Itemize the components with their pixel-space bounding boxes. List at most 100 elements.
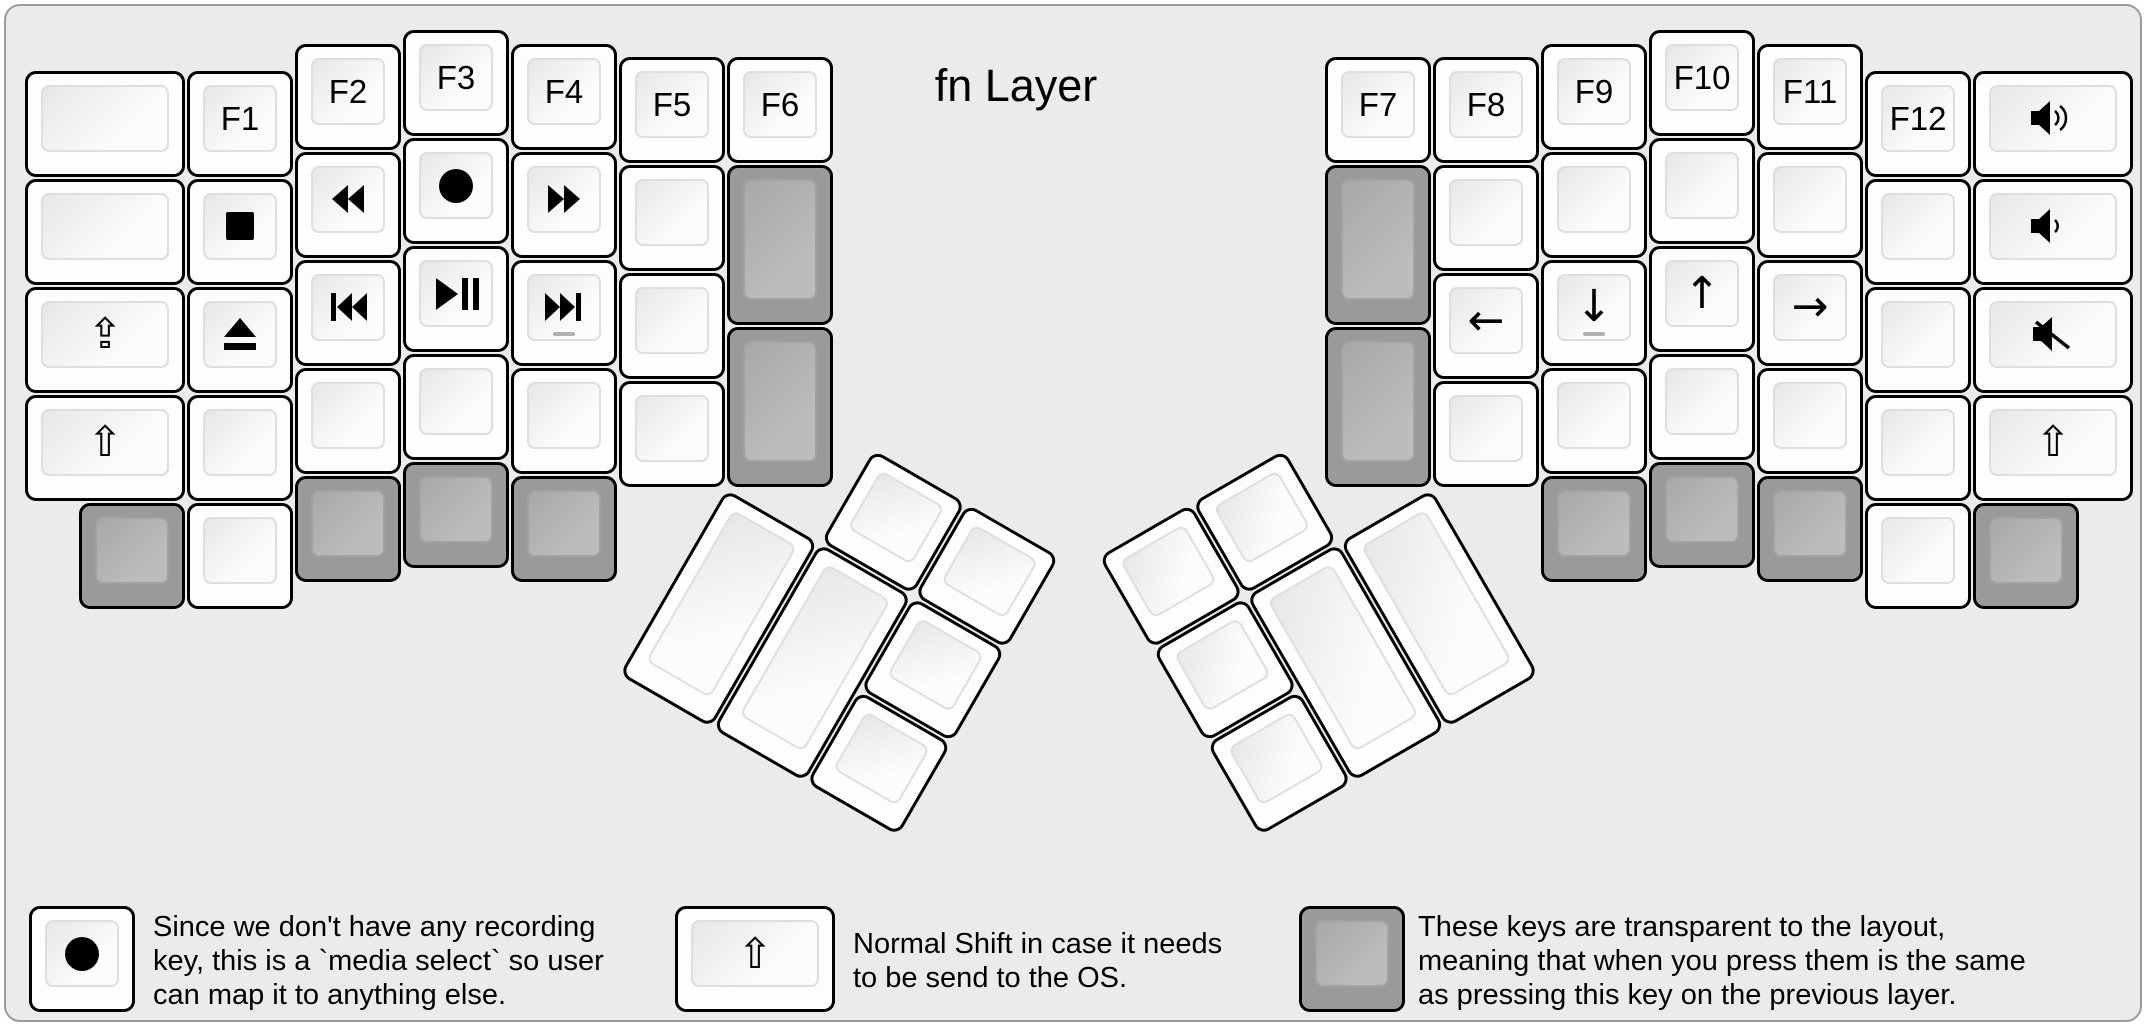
key-blank[interactable] bbox=[1864, 502, 1972, 610]
keycap-top bbox=[743, 341, 817, 462]
key-blank[interactable] bbox=[618, 380, 726, 488]
key-blank[interactable] bbox=[618, 164, 726, 272]
key-transparent[interactable] bbox=[1324, 326, 1432, 488]
keycap-top bbox=[311, 165, 385, 233]
key-blank[interactable] bbox=[402, 353, 510, 461]
keycap-base bbox=[619, 381, 725, 487]
keycap-top bbox=[1881, 192, 1955, 260]
key-F5[interactable]: F5 bbox=[618, 56, 726, 164]
key-fast-forward[interactable] bbox=[510, 151, 618, 259]
key-transparent[interactable] bbox=[78, 502, 186, 610]
key-rewind[interactable] bbox=[294, 151, 402, 259]
keycap-base bbox=[403, 354, 509, 460]
key-right[interactable]: → bbox=[1756, 259, 1864, 367]
key-transparent[interactable] bbox=[1756, 475, 1864, 583]
key-capslock[interactable]: ⇪ bbox=[24, 286, 186, 394]
keycap-base bbox=[727, 327, 833, 487]
key-blank[interactable] bbox=[1648, 137, 1756, 245]
key-eject[interactable] bbox=[186, 286, 294, 394]
keycap-base bbox=[1325, 165, 1431, 325]
key-F6[interactable]: F6 bbox=[726, 56, 834, 164]
keycap-base bbox=[187, 178, 293, 285]
keycap-base bbox=[403, 462, 509, 568]
key-blank[interactable] bbox=[1864, 394, 1972, 502]
key-blank[interactable] bbox=[1864, 178, 1972, 286]
key-F7[interactable]: F7 bbox=[1324, 56, 1432, 164]
key-mute[interactable] bbox=[1972, 286, 2134, 394]
key-transparent[interactable] bbox=[1540, 475, 1648, 583]
keycap-top bbox=[311, 489, 385, 557]
key-record[interactable] bbox=[402, 137, 510, 245]
key-play-pause[interactable] bbox=[402, 245, 510, 353]
key-blank[interactable] bbox=[618, 272, 726, 380]
keycap-base bbox=[25, 178, 185, 285]
key-F3[interactable]: F3 bbox=[402, 29, 510, 137]
key-left[interactable]: ← bbox=[1432, 272, 1540, 380]
keycap-top bbox=[1449, 395, 1523, 462]
key-shift[interactable]: ⇧ bbox=[1972, 394, 2134, 502]
key-label: F9 bbox=[1574, 72, 1614, 110]
keycap-base bbox=[1973, 70, 2133, 177]
key-volume-up[interactable] bbox=[1972, 70, 2134, 178]
key-shift[interactable]: ⇧ bbox=[24, 394, 186, 502]
key-stop[interactable] bbox=[186, 178, 294, 286]
keycap-base bbox=[295, 367, 401, 474]
key-blank[interactable] bbox=[1432, 380, 1540, 488]
key-next-track[interactable] bbox=[510, 259, 618, 367]
key-F10[interactable]: F10 bbox=[1648, 29, 1756, 137]
key-blank[interactable] bbox=[294, 367, 402, 475]
key-transparent[interactable] bbox=[402, 461, 510, 569]
key-up[interactable]: ↑ bbox=[1648, 245, 1756, 353]
key-down[interactable]: ↓ bbox=[1540, 259, 1648, 367]
key-transparent bbox=[1298, 905, 1406, 1013]
keycap-base: ⇪ bbox=[25, 286, 185, 393]
key-blank[interactable] bbox=[1756, 367, 1864, 475]
key-blank[interactable] bbox=[186, 502, 294, 610]
key-blank[interactable] bbox=[1540, 151, 1648, 259]
key-F2[interactable]: F2 bbox=[294, 43, 402, 151]
key-blank[interactable] bbox=[510, 367, 618, 475]
key-F1[interactable]: F1 bbox=[186, 70, 294, 178]
keycap-top bbox=[527, 165, 601, 233]
key-blank[interactable] bbox=[1648, 353, 1756, 461]
keycap-top: F1 bbox=[203, 84, 277, 152]
key-blank[interactable] bbox=[186, 394, 294, 502]
keycap-base bbox=[1541, 475, 1647, 582]
keycap-top bbox=[311, 381, 385, 449]
key-F4[interactable]: F4 bbox=[510, 43, 618, 151]
keycap-base bbox=[727, 165, 833, 325]
key-transparent[interactable] bbox=[726, 326, 834, 488]
key-F12[interactable]: F12 bbox=[1864, 70, 1972, 178]
keycap-base: → bbox=[1757, 259, 1863, 366]
key-label: F7 bbox=[1358, 86, 1398, 123]
keycap-top bbox=[1665, 368, 1739, 435]
key-transparent[interactable] bbox=[726, 164, 834, 326]
keycap-top bbox=[419, 368, 493, 435]
keycap-base bbox=[1973, 502, 2079, 609]
keycap-base bbox=[295, 151, 401, 258]
key-F11[interactable]: F11 bbox=[1756, 43, 1864, 151]
key-transparent[interactable] bbox=[294, 475, 402, 583]
key-F8[interactable]: F8 bbox=[1432, 56, 1540, 164]
keycap-base: ← bbox=[1433, 273, 1539, 379]
key-blank[interactable] bbox=[1432, 164, 1540, 272]
keycap-top bbox=[1989, 192, 2117, 260]
key-prev-track[interactable] bbox=[294, 259, 402, 367]
key-transparent[interactable] bbox=[510, 475, 618, 583]
key-volume-down[interactable] bbox=[1972, 178, 2134, 286]
key-transparent[interactable] bbox=[1972, 502, 2080, 610]
key-blank[interactable] bbox=[1540, 367, 1648, 475]
key-blank[interactable] bbox=[24, 178, 186, 286]
key-blank[interactable] bbox=[1864, 286, 1972, 394]
key-blank[interactable] bbox=[24, 70, 186, 178]
keycap-top bbox=[1773, 489, 1847, 557]
keycap-base: F3 bbox=[403, 30, 509, 136]
key-blank[interactable] bbox=[1756, 151, 1864, 259]
keycap-top bbox=[1881, 300, 1955, 368]
keycap-base bbox=[511, 367, 617, 474]
key-transparent[interactable] bbox=[1324, 164, 1432, 326]
key-F9[interactable]: F9 bbox=[1540, 43, 1648, 151]
key-transparent[interactable] bbox=[1648, 461, 1756, 569]
keycap-base bbox=[295, 475, 401, 582]
